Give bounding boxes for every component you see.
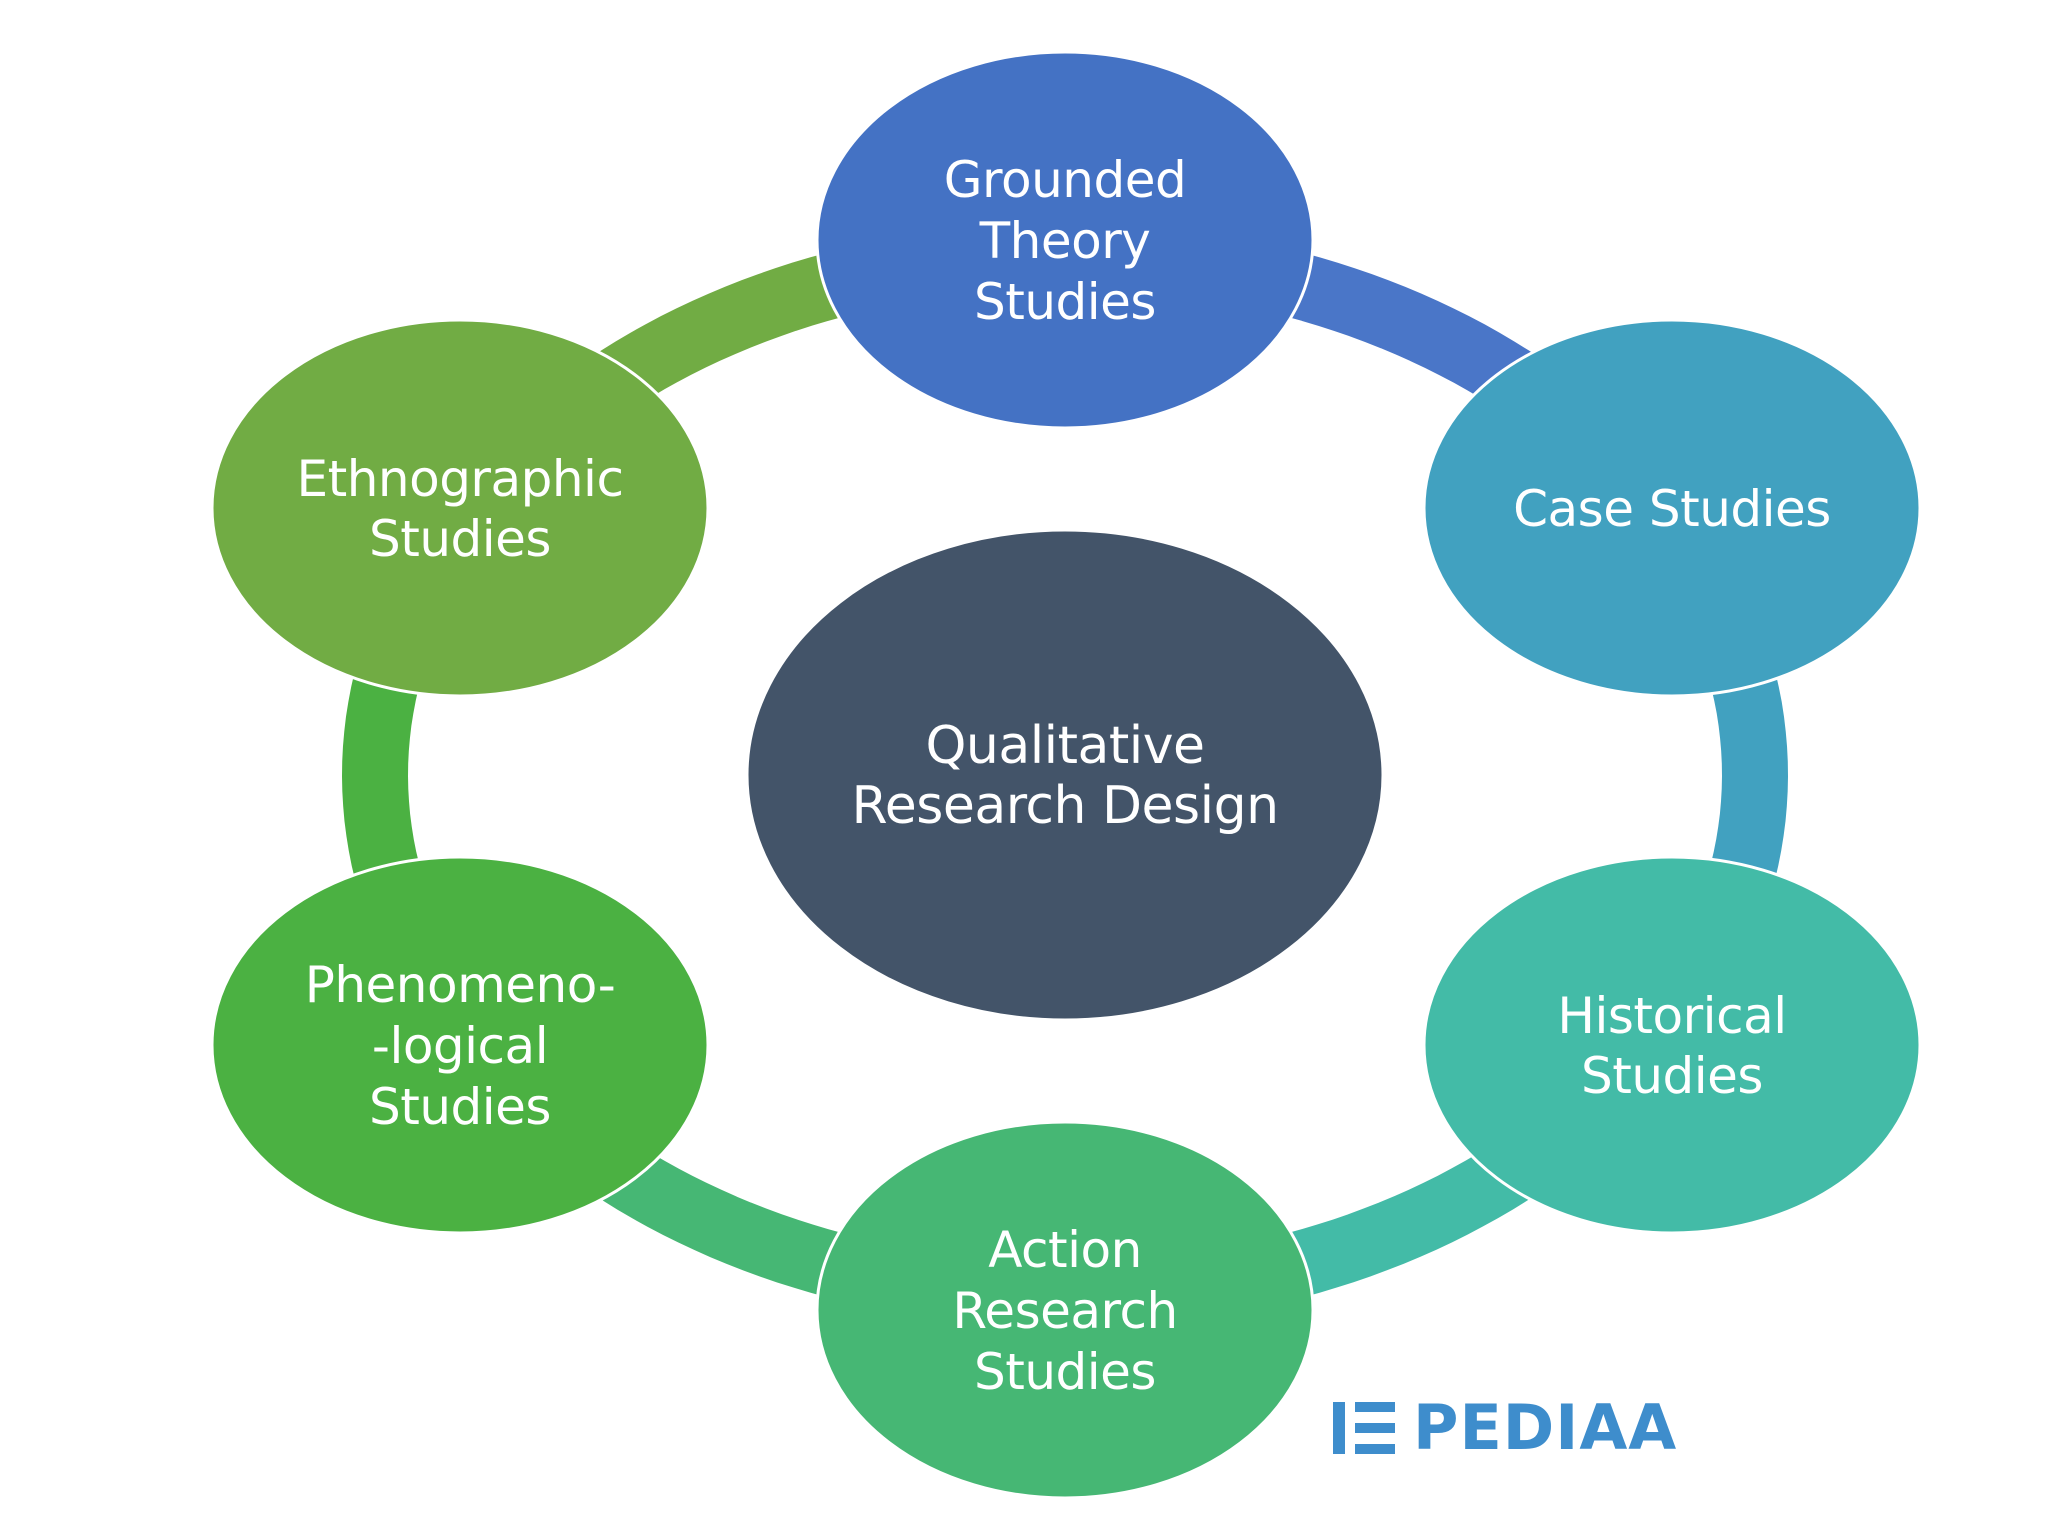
center-node-qualitative-research-design-label: Qualitative [925, 716, 1204, 776]
node-grounded-theory-label: Studies [974, 273, 1156, 331]
node-ethnographic-label: Ethnographic [297, 450, 624, 508]
node-action-research-label: Research [952, 1282, 1177, 1340]
node-phenomenological-shape [210, 855, 710, 1235]
node-phenomenological-label: Studies [369, 1078, 551, 1136]
node-action-research-shape [815, 1120, 1315, 1500]
node-historical-label: Studies [1581, 1047, 1763, 1105]
node-case: Case Studies [1422, 318, 1922, 698]
center-node-qualitative-research-design-label: Research Design [851, 776, 1278, 836]
node-ethnographic-label: Studies [369, 510, 551, 568]
node-case-label: Case Studies [1513, 480, 1831, 538]
pediaa-logo: PEDIAA [1333, 1392, 1677, 1464]
node-grounded-theory-label: Grounded [944, 151, 1186, 209]
node-action-research-label: Studies [974, 1343, 1156, 1401]
node-ethnographic-shape [210, 318, 710, 698]
pediaa-logo-text: PEDIAA [1413, 1391, 1678, 1464]
node-action-research-label: Action [988, 1221, 1142, 1279]
node-grounded-theory-shape [815, 50, 1315, 430]
node-historical-shape [1422, 855, 1922, 1235]
center-node-qualitative-research-design-shape [745, 528, 1385, 1022]
pediaa-logo-icon [1333, 1402, 1395, 1454]
node-historical-label: Historical [1557, 987, 1786, 1045]
node-phenomenological-label: Phenomeno- [305, 956, 616, 1014]
node-phenomenological-label: -logical [372, 1017, 548, 1075]
node-grounded-theory-label: Theory [979, 212, 1151, 270]
node-case-shape [1422, 318, 1922, 698]
